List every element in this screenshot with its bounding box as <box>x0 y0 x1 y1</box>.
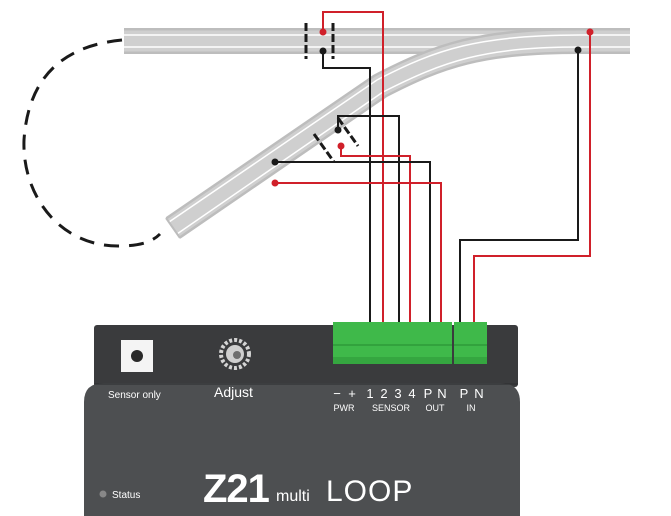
track <box>22 23 630 248</box>
pin-label-in-n: N <box>474 386 483 401</box>
wires <box>275 11 591 322</box>
terminal-block-main[interactable] <box>333 322 452 364</box>
reverse-loop-dashed <box>22 38 162 248</box>
pin-label-sensor-3: 3 <box>394 386 401 401</box>
pin-label-pwr-plus: + <box>348 386 356 401</box>
logo-loop: LOOP <box>326 475 413 508</box>
logo-multi: multi <box>276 488 310 505</box>
adjust-knob[interactable] <box>219 338 251 370</box>
logo-z21: Z21 <box>203 467 270 511</box>
z21-multi-loop-device: Sensor only Adjust Status − + 1 2 3 4 P … <box>84 322 520 516</box>
wire-red-main-gap <box>322 11 384 322</box>
pin-label-sensor-1: 1 <box>366 386 373 401</box>
wire-red-loop-out-n <box>275 182 442 322</box>
pin-label-in-p: P <box>460 386 469 401</box>
wire-black-main-gap <box>322 51 371 322</box>
wire-red-diverging-gap <box>340 146 411 322</box>
terminal-pin-labels: − + 1 2 3 4 P N P N <box>333 386 483 401</box>
sensor-only-button[interactable] <box>121 340 153 372</box>
status-label: Status <box>112 490 140 501</box>
group-label-in: IN <box>467 403 476 413</box>
group-label-pwr: PWR <box>334 403 355 413</box>
terminal-block-in[interactable] <box>454 322 487 364</box>
terminal-group-labels: PWR SENSOR OUT IN <box>334 403 476 413</box>
pin-label-out-n: N <box>437 386 446 401</box>
diverging-track <box>165 28 581 239</box>
z21-multi-loop-logo: Z21 multi LOOP <box>203 467 413 511</box>
isolation-gap-main <box>304 23 335 59</box>
wire-black-diverging-gap <box>337 115 400 322</box>
pin-label-sensor-2: 2 <box>380 386 387 401</box>
connection-points <box>271 28 594 187</box>
group-label-sensor: SENSOR <box>372 403 411 413</box>
wire-red-main-in-n <box>473 32 591 322</box>
pin-label-sensor-4: 4 <box>408 386 415 401</box>
pin-label-out-p: P <box>424 386 433 401</box>
pin-label-pwr-minus: − <box>333 386 341 401</box>
isolation-gap-diverging <box>312 117 360 163</box>
status-led-icon <box>99 490 107 498</box>
wire-black-loop-out-p <box>275 161 431 322</box>
wire-black-main-in-p <box>459 50 579 322</box>
group-label-out: OUT <box>426 403 446 413</box>
sensor-only-label: Sensor only <box>108 390 161 401</box>
adjust-label: Adjust <box>214 384 253 400</box>
